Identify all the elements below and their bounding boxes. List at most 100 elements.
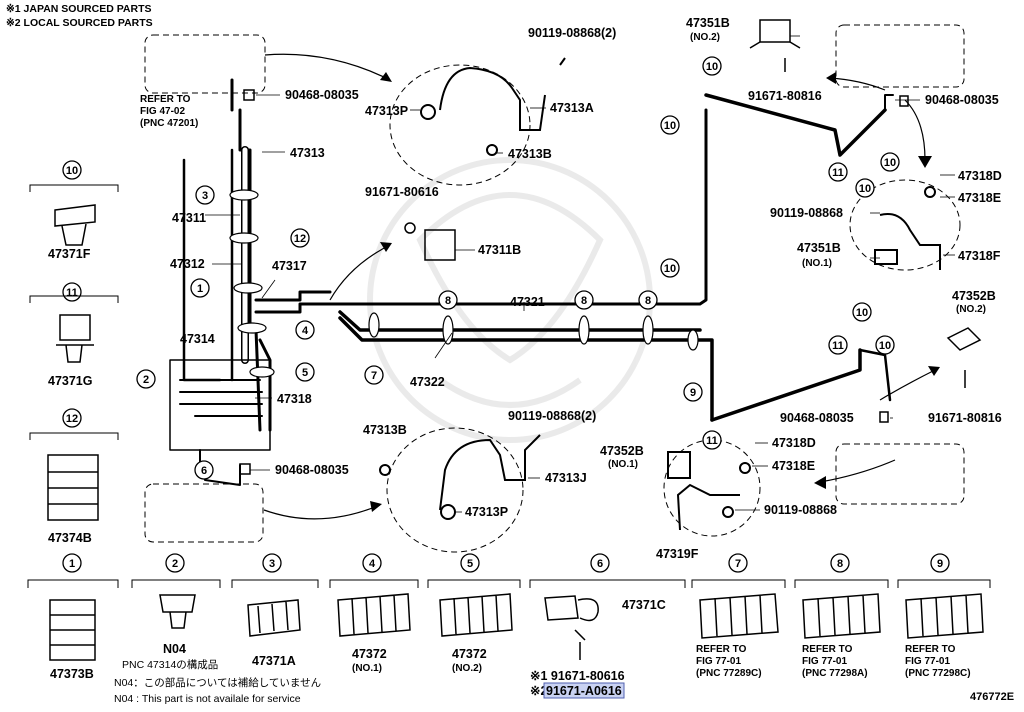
diagram-circle-4: 4 [295, 320, 315, 340]
callout-number: 4 [302, 325, 309, 337]
label-47313B-bot: 47313B [363, 423, 407, 437]
callout-number: 10 [664, 120, 676, 132]
note-source-1: ※1 91671-80616 [530, 669, 625, 683]
reference-arrows [263, 53, 936, 520]
bottom-legend-8-l3: (PNC 77298A) [802, 668, 868, 679]
callout-number: 9 [690, 387, 696, 399]
callout-circle [702, 430, 722, 450]
label-90119-b: 90119-08868(2) [508, 409, 596, 423]
diagram-id: 476772E [970, 691, 1014, 703]
diagram-circle-9: 9 [683, 382, 703, 402]
label-47313B-top: 47313B [508, 147, 552, 161]
callout-number: 4 [369, 558, 376, 570]
callout-number: 2 [143, 374, 149, 386]
refer-line2: FIG 47-02 [140, 106, 185, 117]
label-47318: 47318 [277, 392, 312, 406]
arrow-heads [370, 72, 940, 512]
callout-number: 1 [197, 283, 203, 295]
callout-circle [190, 278, 210, 298]
callout-number: 10 [66, 165, 78, 177]
label-47351B-mid: 47351B [797, 241, 841, 255]
bottom-legend-shapes [49, 593, 984, 661]
callout-number: 8 [837, 558, 843, 570]
header-note-japan: ※1 JAPAN SOURCED PARTS [6, 3, 152, 15]
label-47311B: 47311B [478, 243, 521, 257]
bottom-legend-7-l3: (PNC 77289C) [696, 668, 762, 679]
callout-number: 7 [371, 370, 377, 382]
bracket-47311B [404, 222, 456, 261]
diagram-circle-10: 10 [855, 178, 875, 198]
callout-number: 3 [202, 190, 208, 202]
label-90119-a: 90119-08868(2) [528, 26, 616, 40]
callout-number: 10 [879, 340, 891, 352]
hose-47318F [874, 186, 941, 270]
callout-circle [728, 553, 748, 573]
bottom-legend-part-2: N04 [163, 642, 186, 656]
callout-circle [855, 178, 875, 198]
left-legend-part-12: 47374B [48, 531, 92, 545]
callout-number: 8 [645, 295, 651, 307]
bottom-legend-circle-4: 4 [362, 553, 382, 573]
callout-circle [828, 162, 848, 182]
callout-labels: REFER TO FIG 47-02 (PNC 47201) 90468-080… [140, 16, 1002, 561]
left-legend-circle-11: 11 [62, 282, 82, 302]
left-legend-part-11: 47371G [48, 374, 92, 388]
label-47318D-bot: 47318D [772, 436, 816, 450]
callout-circle [295, 362, 315, 382]
callout-number: 7 [735, 558, 741, 570]
callout-number: 12 [294, 233, 306, 245]
label-90119-c: 90119-08868 [770, 206, 843, 220]
bottom-legend-part-1: 47373B [50, 667, 94, 681]
callout-circle [852, 302, 872, 322]
diagram-circle-5: 5 [295, 362, 315, 382]
note-pnc: PNC 47314の構成品 [122, 658, 218, 671]
bottom-legend-9-l1: REFER TO [905, 644, 956, 655]
callout-circle [828, 335, 848, 355]
diagram-circle-11: 11 [702, 430, 722, 450]
note-n04-jp: N04：この部品については補給していません [114, 676, 321, 689]
left-legend-part-10: 47371F [48, 247, 91, 261]
callout-number: 10 [859, 183, 871, 195]
bottom-legend-part-3: 47371A [252, 654, 296, 668]
callout-circle [574, 290, 594, 310]
callout-number: 11 [66, 287, 78, 299]
label-47313J: 47313J [545, 471, 587, 485]
label-47314: 47314 [180, 332, 215, 346]
diagram-circle-3: 3 [195, 185, 215, 205]
callout-circle [364, 365, 384, 385]
label-47352B-top: 47352B [952, 289, 996, 303]
label-47352B-bot-sub: (NO.1) [608, 459, 638, 470]
bottom-legend-8-l1: REFER TO [802, 644, 853, 655]
label-91671-c: 91671-80816 [928, 411, 1002, 425]
refer-line1: REFER TO [140, 94, 191, 105]
callout-circle [194, 460, 214, 480]
callout-number: 12 [66, 413, 78, 425]
callout-number: 8 [581, 295, 587, 307]
bottom-legend-circle-5: 5 [460, 553, 480, 573]
hose-47313-bottom [379, 434, 541, 520]
callout-number: 1 [69, 558, 75, 570]
callout-number: 8 [445, 295, 451, 307]
callout-circle [62, 408, 82, 428]
callout-number: 11 [832, 167, 844, 179]
bottom-legend-sub-5: (NO.2) [452, 663, 482, 674]
diagram-circle-7: 7 [364, 365, 384, 385]
diagram-circle-10: 10 [852, 302, 872, 322]
highlighted-part-number[interactable]: 91671-A0616 [546, 684, 622, 698]
diagram-circle-8: 8 [574, 290, 594, 310]
bottom-legend-7-l2: FIG 77-01 [696, 656, 741, 667]
bottom-legend-circle-8: 8 [830, 553, 850, 573]
callout-circle [590, 553, 610, 573]
callout-circle [930, 553, 950, 573]
label-90468-a: 90468-08035 [285, 88, 359, 102]
bottom-legend-circle-7: 7 [728, 553, 748, 573]
callout-circle [136, 369, 156, 389]
bottom-legend-part-4: 47372 [352, 647, 387, 661]
label-91671-b: 91671-80816 [748, 89, 822, 103]
diagram-circle-10: 10 [660, 115, 680, 135]
label-47318F: 47318F [958, 249, 1001, 263]
callout-number: 6 [597, 558, 603, 570]
diagram-circle-11: 11 [828, 162, 848, 182]
